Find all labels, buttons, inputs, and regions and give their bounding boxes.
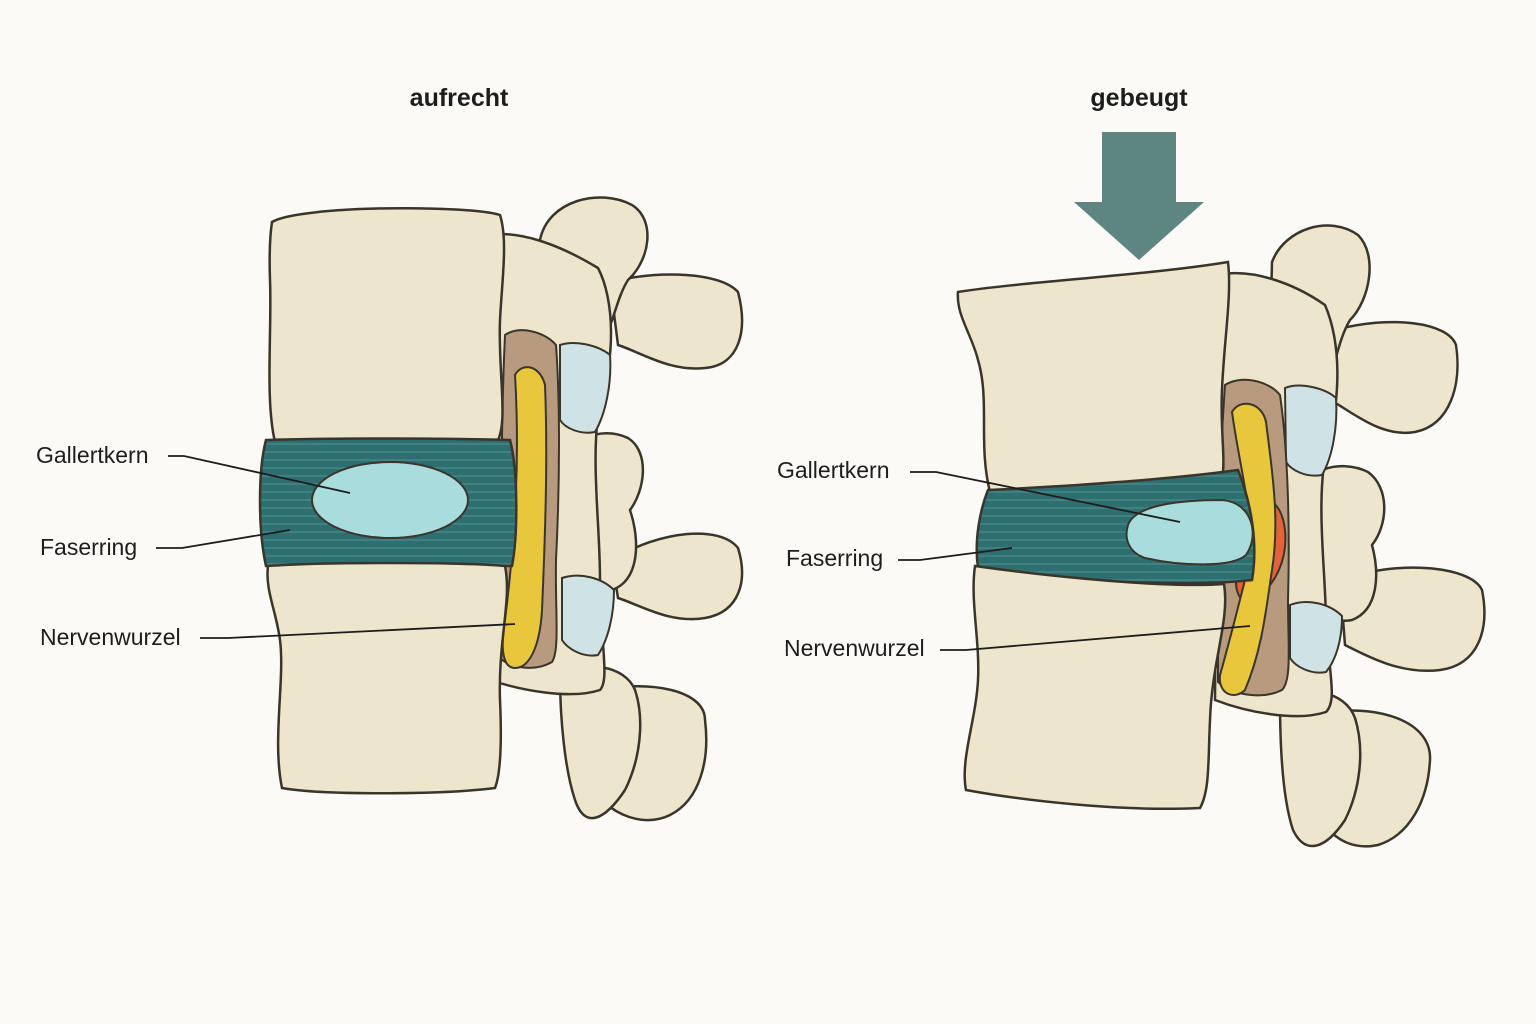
flexed-lower-facet-joint (1278, 690, 1362, 848)
label-flexed-nucleus: Gallertkern (777, 457, 890, 483)
middle-spinous-process (610, 532, 744, 621)
leader-upright-nerve (200, 623, 516, 639)
leader-flexed-nucleus (910, 471, 1181, 523)
flexed-lower-vertebral-body[interactable] (963, 564, 1227, 811)
load-arrow (1074, 132, 1204, 260)
flexed-upper-spinous-process (1328, 320, 1459, 435)
flexed-nucleus-pulposus[interactable] (1125, 498, 1254, 566)
upper-spinous-process (608, 273, 744, 370)
label-upright-annulus: Faserring (40, 534, 138, 560)
label-flexed-annulus: Faserring (786, 545, 884, 571)
upper-facet-cartilage (559, 342, 612, 434)
flexed-lower-facet-cartilage (1289, 601, 1344, 674)
leader-flexed-nerve (940, 625, 1251, 651)
leader-upright-annulus (156, 529, 291, 549)
lower-facet-joint (558, 665, 642, 820)
upright-lower-vertebral-body[interactable] (266, 561, 509, 795)
panel-title-upright: aufrecht (409, 84, 509, 112)
label-flexed-nerve: Nervenwurzel (784, 635, 925, 661)
upright-spine (258, 196, 744, 822)
lower-facet-cartilage (561, 574, 616, 657)
upright-nucleus-pulposus[interactable] (311, 461, 469, 539)
leader-flexed-annulus (898, 547, 1013, 561)
upright-upper-vertebral-body[interactable] (268, 206, 506, 450)
label-upright-nerve: Nervenwurzel (40, 624, 181, 650)
panel-title-flexed: gebeugt (1090, 84, 1188, 112)
flexed-middle-spinous-process (1338, 566, 1486, 673)
flexed-upper-facet-cartilage (1283, 384, 1338, 477)
leader-lines (156, 455, 1251, 651)
flexed-upper-vertebral-body[interactable] (956, 260, 1231, 494)
label-upright-nucleus: Gallertkern (36, 442, 149, 468)
leader-upright-nucleus (168, 455, 351, 494)
flexed-spine (956, 132, 1486, 848)
